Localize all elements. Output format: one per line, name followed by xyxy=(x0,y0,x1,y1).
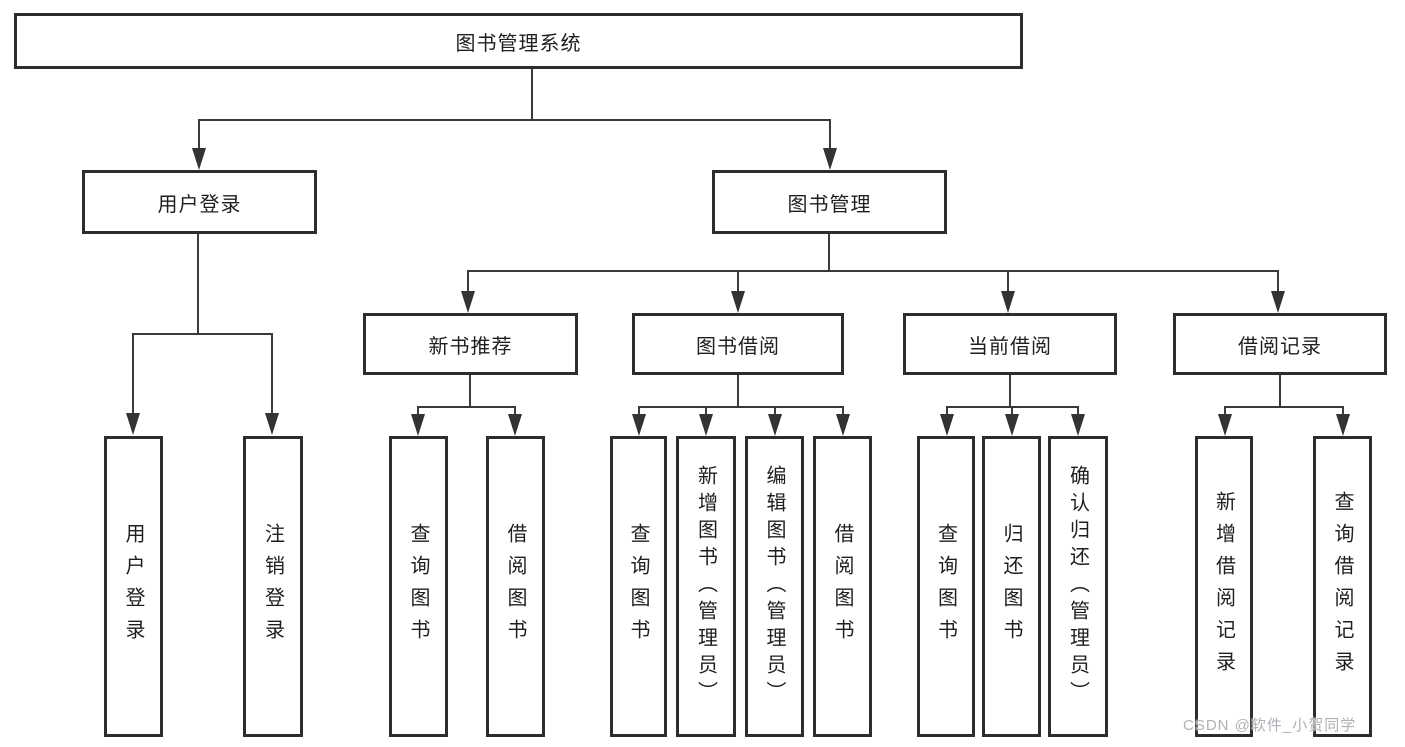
leaf-label: 查询图书 xyxy=(407,522,429,651)
connector-stem xyxy=(705,406,707,416)
node-label: 新书推荐 xyxy=(428,335,513,358)
node-book-borrowing: 图书借阅 xyxy=(632,313,844,375)
connector-user-login-hline xyxy=(132,333,273,335)
leaf-logout: 注销登录 xyxy=(243,436,303,737)
node-label: 当前借阅 xyxy=(968,335,1052,358)
arrowhead-down-icon xyxy=(411,414,425,436)
arrowhead-down-icon xyxy=(265,413,279,435)
connector-new-book-trunk xyxy=(469,375,471,408)
connector-stem-user-login xyxy=(198,119,200,150)
leaf-return-books: 归还图书 xyxy=(982,436,1041,737)
node-book-management: 图书管理 xyxy=(712,170,947,234)
csdn-watermark: CSDN @软件_小贺同学 xyxy=(1183,717,1357,734)
node-label: 图书管理 xyxy=(787,193,872,216)
leaf-label: 编辑图书（管理员） xyxy=(763,465,785,708)
connector-stem-borrowing-records xyxy=(1277,270,1279,292)
arrowhead-down-icon xyxy=(1218,414,1232,436)
arrowhead-down-icon xyxy=(192,148,206,170)
connector-stem xyxy=(1077,406,1079,416)
node-library-management-system: 图书管理系统 xyxy=(14,13,1023,69)
connector-stem xyxy=(638,406,640,416)
leaf-label: 新增借阅记录 xyxy=(1212,490,1235,683)
connector-stem-current-borrowing xyxy=(1007,270,1009,292)
leaf-query-borrow-record: 查询借阅记录 xyxy=(1313,436,1372,737)
connector-borrowing-records-hline xyxy=(1224,406,1343,408)
leaf-label: 查询图书 xyxy=(934,522,957,651)
connector-root-trunk xyxy=(531,69,533,121)
connector-stem-book-management xyxy=(829,119,831,150)
connector-stem xyxy=(1011,406,1013,416)
arrowhead-down-icon xyxy=(461,291,475,313)
connector-stem-leaf-user-login xyxy=(132,333,134,415)
connector-stem-new-book xyxy=(467,270,469,292)
leaf-user-login: 用户登录 xyxy=(104,436,163,737)
leaf-label: 借阅图书 xyxy=(504,522,526,651)
connector-book-borrowing-hline xyxy=(638,406,843,408)
leaf-label: 查询借阅记录 xyxy=(1331,490,1353,683)
node-borrowing-records: 借阅记录 xyxy=(1173,313,1387,375)
leaf-borrow-books: 借阅图书 xyxy=(813,436,872,737)
leaf-label: 确认归还（管理员） xyxy=(1066,465,1089,708)
arrowhead-down-icon xyxy=(1001,291,1015,313)
node-current-borrowing: 当前借阅 xyxy=(903,313,1117,375)
connector-level2-hline xyxy=(198,119,831,121)
arrowhead-down-icon xyxy=(699,414,713,436)
connector-book-borrowing-trunk xyxy=(737,375,739,408)
leaf-label: 查询图书 xyxy=(627,522,649,651)
leaf-add-books-admin: 新增图书（管理员） xyxy=(676,436,736,737)
arrowhead-down-icon xyxy=(126,413,140,435)
arrowhead-down-icon xyxy=(1071,414,1085,436)
connector-stem-leaf-logout xyxy=(271,333,273,415)
connector-stem xyxy=(842,406,844,416)
arrowhead-down-icon xyxy=(1336,414,1350,436)
connector-stem-book-borrowing xyxy=(737,270,739,292)
connector-stem xyxy=(1224,406,1226,416)
connector-stem xyxy=(417,406,419,416)
leaf-confirm-return-admin: 确认归还（管理员） xyxy=(1048,436,1108,737)
leaf-label: 借阅图书 xyxy=(831,522,853,651)
leaf-edit-books-admin: 编辑图书（管理员） xyxy=(745,436,804,737)
connector-book-management-trunk xyxy=(828,234,830,272)
leaf-label: 新增图书（管理员） xyxy=(694,465,717,708)
connector-stem xyxy=(946,406,948,416)
leaf-borrow-books: 借阅图书 xyxy=(486,436,545,737)
leaf-query-books: 查询图书 xyxy=(610,436,667,737)
leaf-label: 归还图书 xyxy=(1000,522,1022,651)
leaf-query-books: 查询图书 xyxy=(917,436,975,737)
leaf-label: 用户登录 xyxy=(122,522,144,651)
connector-current-borrowing-trunk xyxy=(1009,375,1011,408)
connector-stem xyxy=(774,406,776,416)
connector-level3-hline xyxy=(467,270,1279,272)
node-label: 图书借阅 xyxy=(696,335,780,358)
leaf-add-borrow-record: 新增借阅记录 xyxy=(1195,436,1253,737)
node-label: 用户登录 xyxy=(157,193,242,216)
connector-stem xyxy=(1342,406,1344,416)
arrowhead-down-icon xyxy=(836,414,850,436)
node-label: 借阅记录 xyxy=(1238,335,1322,358)
arrowhead-down-icon xyxy=(1271,291,1285,313)
connector-stem xyxy=(514,406,516,416)
connector-borrowing-records-trunk xyxy=(1279,375,1281,408)
leaf-query-books: 查询图书 xyxy=(389,436,448,737)
arrowhead-down-icon xyxy=(768,414,782,436)
node-label: 图书管理系统 xyxy=(455,32,582,55)
arrowhead-down-icon xyxy=(940,414,954,436)
connector-user-login-trunk xyxy=(197,234,199,335)
connector-new-book-hline xyxy=(417,406,516,408)
arrowhead-down-icon xyxy=(632,414,646,436)
arrowhead-down-icon xyxy=(508,414,522,436)
leaf-label: 注销登录 xyxy=(261,522,284,651)
node-new-book-recommendation: 新书推荐 xyxy=(363,313,578,375)
arrowhead-down-icon xyxy=(731,291,745,313)
arrowhead-down-icon xyxy=(823,148,837,170)
node-user-login: 用户登录 xyxy=(82,170,317,234)
arrowhead-down-icon xyxy=(1005,414,1019,436)
